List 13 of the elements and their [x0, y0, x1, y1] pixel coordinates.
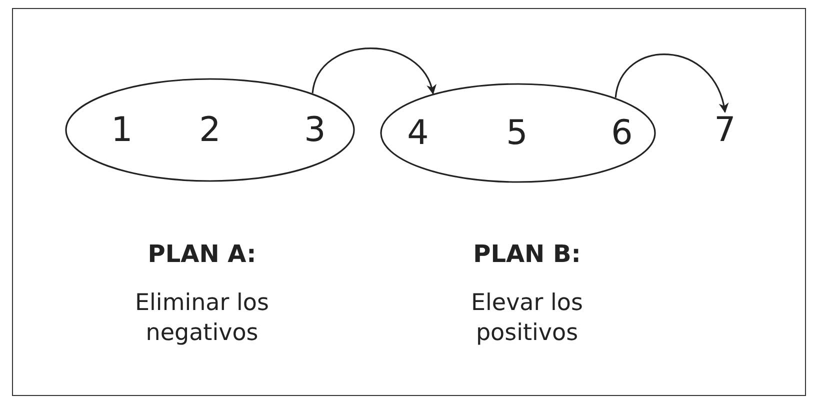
- number-label: 2: [199, 110, 221, 150]
- plan-heading: PLAN B:: [473, 240, 581, 268]
- number-label: 7: [714, 110, 736, 150]
- number-label: 3: [304, 110, 326, 150]
- number-label: 1: [111, 110, 133, 150]
- number-label: 6: [611, 113, 633, 153]
- plan-heading: PLAN A:: [148, 240, 256, 268]
- curved-arrow: [312, 48, 436, 95]
- curved-arrow: [614, 54, 728, 113]
- number-label: 5: [506, 113, 528, 153]
- plan-description: Eliminar los negativos: [134, 289, 270, 348]
- number-label: 4: [407, 113, 429, 153]
- plan-description: Elevar los positivos: [470, 289, 584, 348]
